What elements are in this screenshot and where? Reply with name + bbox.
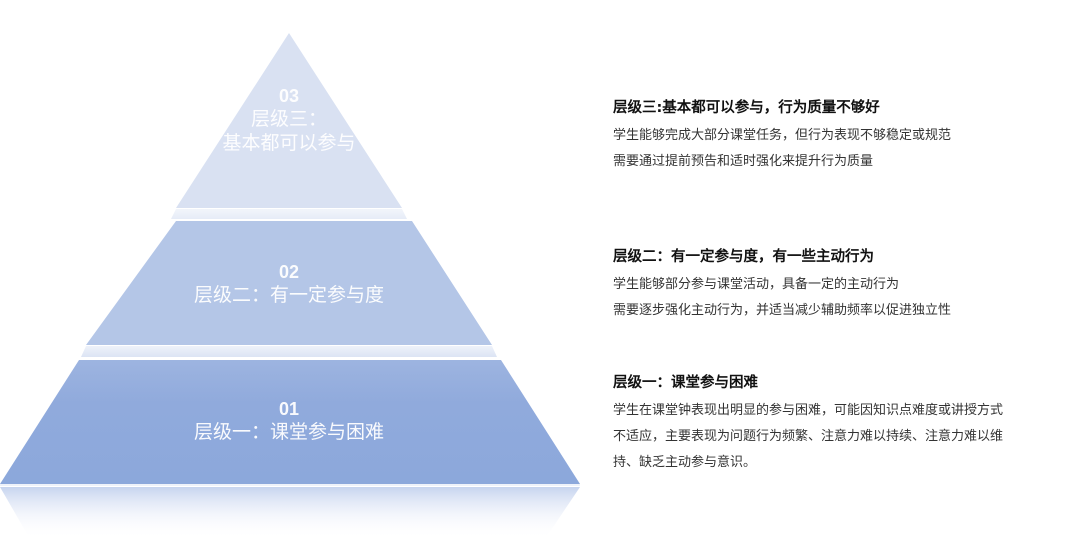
- tier-1-description-title: 层级一：课堂参与困难: [613, 375, 758, 391]
- tier-3-band: [171, 209, 407, 219]
- tier-2-band: [81, 346, 497, 357]
- tier-2-shape: [86, 221, 492, 345]
- tier-2-description-line: 学生能够部分参与课堂活动，具备一定的主动行为: [613, 277, 900, 292]
- tier-3-description-line: 学生能够完成大部分课堂任务，但行为表现不够稳定或规范: [613, 128, 952, 143]
- tier-3-description: 层级三:基本都可以参与，行为质量不够好 学生能够完成大部分课堂任务，但行为表现不…: [613, 97, 1073, 175]
- tier-2-label: 02 层级二：有一定参与度: [194, 261, 384, 307]
- tier-3-description-line: 需要通过提前预告和适时强化来提升行为质量: [613, 154, 874, 169]
- tier-3-label: 03 层级三： 基本都可以参与: [222, 85, 355, 155]
- tier-1-description-line: 持、缺乏主动参与意识。: [613, 455, 757, 470]
- tier-1-number: 01: [278, 399, 300, 419]
- tier-3-number: 03: [278, 86, 300, 106]
- tier-3-description-title: 层级三:基本都可以参与，行为质量不够好: [613, 100, 880, 116]
- tier-3-name-line1: 层级三：: [250, 108, 328, 130]
- tier-2-number: 02: [278, 262, 300, 282]
- tier-1-name: 层级一：课堂参与困难: [193, 421, 385, 443]
- tier-3-name-line2: 基本都可以参与: [222, 132, 356, 154]
- pyramid-diagram: 03 层级三： 基本都可以参与 02 层级二：有一定参与度 01 层级一：课堂参…: [0, 33, 580, 539]
- tier-1-label: 01 层级一：课堂参与困难: [194, 398, 384, 444]
- tier-3-shape: [176, 33, 402, 208]
- pyramid-reflection: [0, 487, 580, 539]
- tier-1-description-line: 学生在课堂钟表现出明显的参与困难，可能因知识点难度或讲授方式: [613, 403, 1004, 418]
- tier-1-shape: [0, 360, 580, 484]
- tier-1-description-line: 不适应，主要表现为问题行为频繁、注意力难以持续、注意力难以维: [613, 429, 1004, 444]
- pyramid-shapes: [0, 33, 580, 539]
- tier-2-description-line: 需要逐步强化主动行为，并适当减少辅助频率以促进独立性: [613, 303, 952, 318]
- tier-1-description: 层级一：课堂参与困难 学生在课堂钟表现出明显的参与困难，可能因知识点难度或讲授方…: [613, 372, 1073, 476]
- tier-2-name: 层级二：有一定参与度: [193, 284, 385, 306]
- tier-2-description: 层级二：有一定参与度，有一些主动行为 学生能够部分参与课堂活动，具备一定的主动行…: [613, 246, 1073, 324]
- tier-2-description-title: 层级二：有一定参与度，有一些主动行为: [613, 249, 874, 265]
